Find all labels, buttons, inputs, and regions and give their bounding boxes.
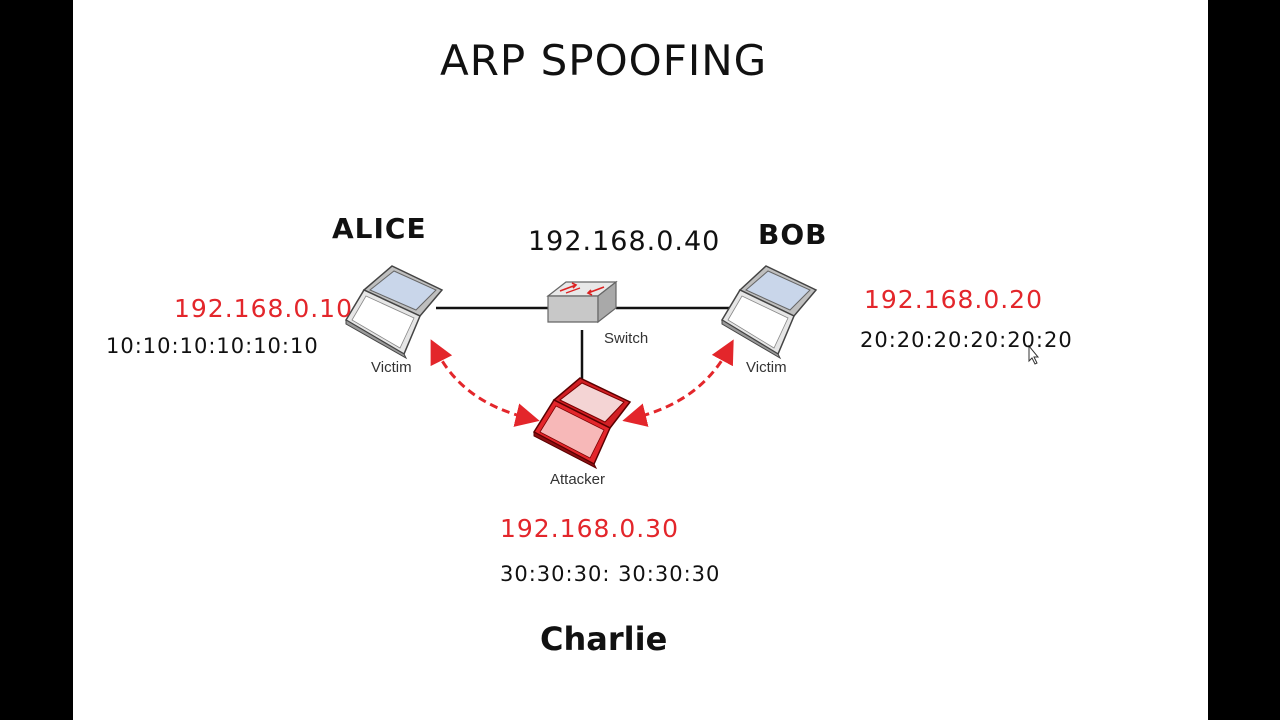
switch-icon [546,280,618,324]
bob-name: BOB [758,218,828,251]
bob-ip: 192.168.0.20 [864,285,1043,314]
mouse-cursor-icon [1028,344,1040,365]
charlie-mac: 30:30:30: 30:30:30 [500,562,721,586]
bob-role-label: Victim [746,359,787,376]
laptop-icon-alice [344,265,444,360]
arrow-bob-attacker [622,339,734,427]
switch-label: Switch [604,330,649,347]
bob-mac: 20:20:20:20:20:20 [860,328,1073,352]
charlie-name: Charlie [540,620,668,658]
alice-ip: 192.168.0.10 [174,294,353,323]
alice-mac: 10:10:10:10:10:10 [106,334,319,358]
arrow-alice-attacker [430,339,540,427]
laptop-icon-attacker [532,377,632,470]
attacker-role-label: Attacker [550,471,606,488]
charlie-ip: 192.168.0.30 [500,514,679,543]
laptop-icon-bob [720,265,818,360]
alice-role-label: Victim [371,359,412,376]
switch-ip: 192.168.0.40 [528,226,721,257]
alice-name: ALICE [332,212,427,245]
diagram-title: ARP SPOOFING [440,36,768,85]
